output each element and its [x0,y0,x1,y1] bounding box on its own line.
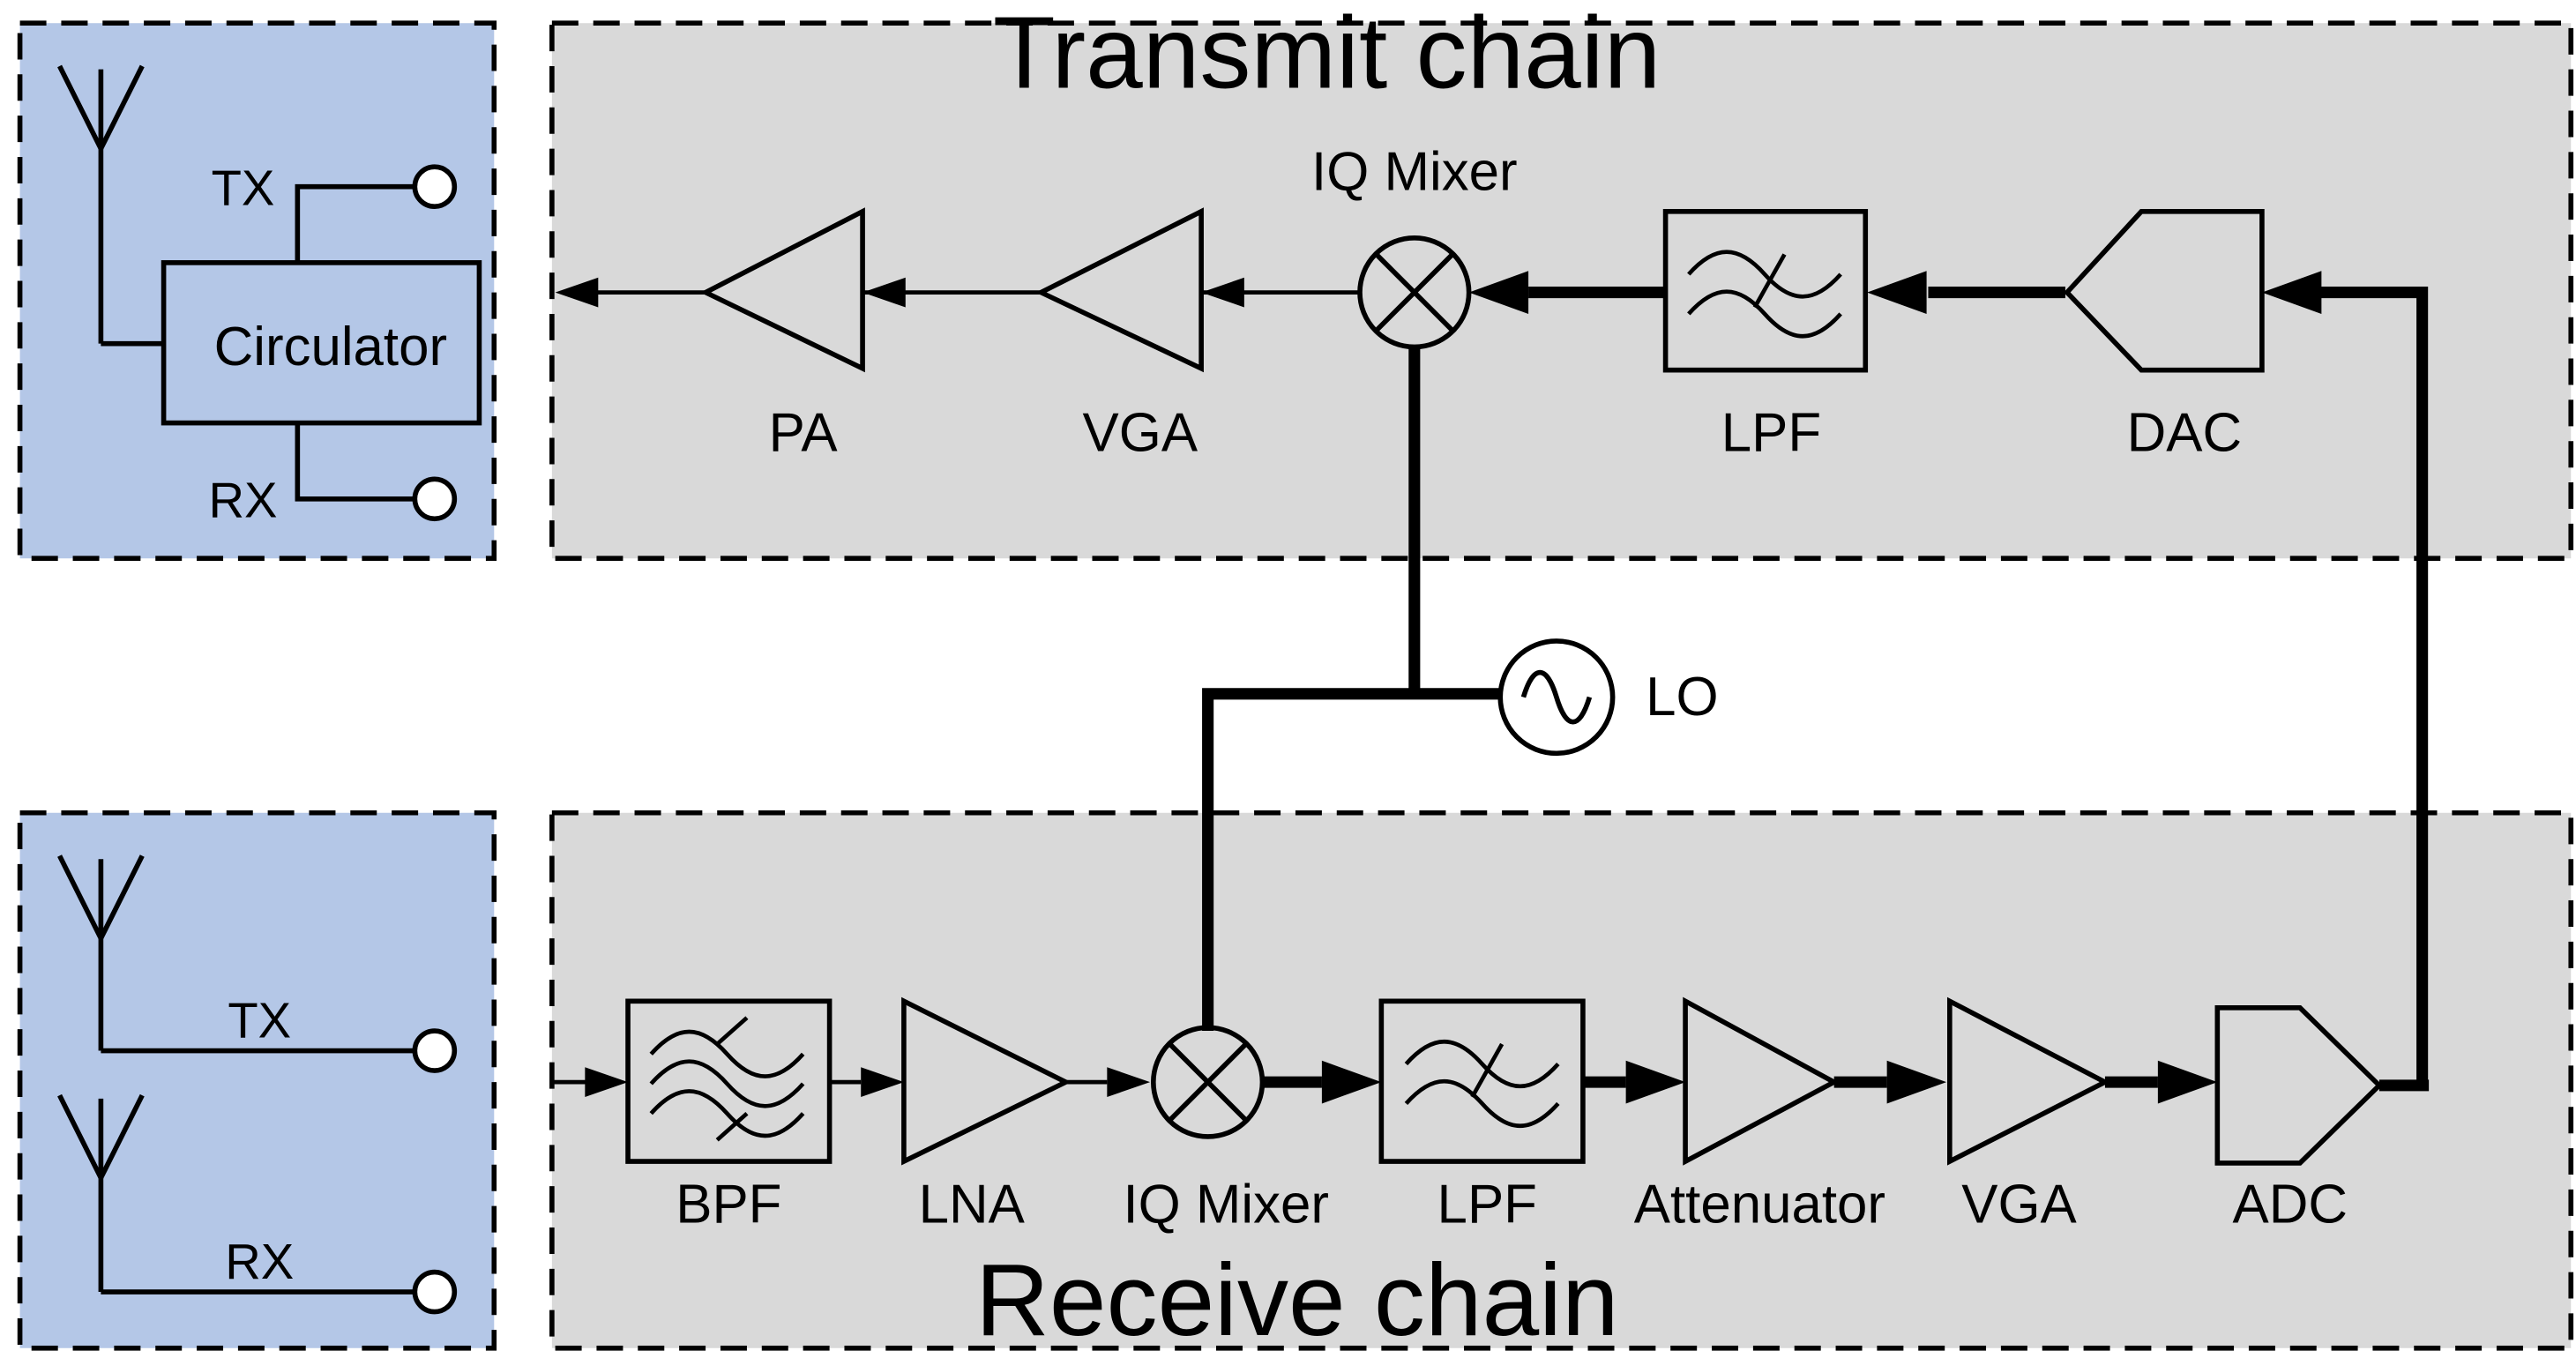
circulator-block [161,260,482,426]
tx-vga-amplifier [1035,207,1204,373]
rx-vga-amplifier [1947,996,2111,1166]
rx-adc-label: ADC [2233,1174,2348,1235]
rx-lpf-label: LPF [1437,1174,1537,1235]
rx-bpf-label: BPF [676,1174,781,1235]
rx-mixer-label: IQ Mixer [1123,1174,1329,1235]
rx-lna-label: LNA [919,1174,1026,1235]
tx-dac-label: DAC [2127,402,2243,463]
tx-thick-wires [1528,287,2429,1086]
rx-thick-wires [1262,1076,2430,1092]
circulator-tx-port [295,164,458,263]
rx-bpf-filter [625,998,833,1164]
receive-chain-title: Receive chain [975,1242,1619,1357]
circulator-antenna-icon [57,64,164,347]
transmit-chain-title: Transmit chain [993,0,1661,109]
rx-attenuator-label: Attenuator [1634,1174,1885,1235]
circulator-label: Circulator [214,317,447,377]
rx-adc-converter [2214,1005,2383,1166]
tx-mixer-label: IQ Mixer [1311,141,1518,202]
tx-pa-label: PA [769,402,839,463]
tx-lpf-filter [1662,208,1869,373]
rx-attenuator [1683,996,1840,1166]
rx-bpf-wave-icon [649,1016,805,1142]
lo-label: LO [1646,667,1718,728]
dual-rx-label: RX [225,1234,294,1289]
tx-lpf-label: LPF [1721,402,1821,463]
circulator-rx-port [295,422,458,522]
dual-tx-label: TX [228,993,291,1048]
circulator-tx-label: TX [212,160,275,215]
circulator-rx-label: RX [208,472,277,527]
rx-lpf-filter [1378,998,1586,1164]
lo-oscillator [1497,638,1616,757]
tx-antenna-icon [57,854,458,1073]
tx-dac-converter [2063,208,2265,373]
tx-pa-amplifier [699,207,865,373]
tx-vga-label: VGA [1083,402,1198,463]
lo-wires [1202,347,1501,1032]
rx-lna-amplifier [901,996,1071,1166]
rx-vga-label: VGA [1961,1174,2077,1235]
rx-antenna-icon [57,1093,458,1315]
